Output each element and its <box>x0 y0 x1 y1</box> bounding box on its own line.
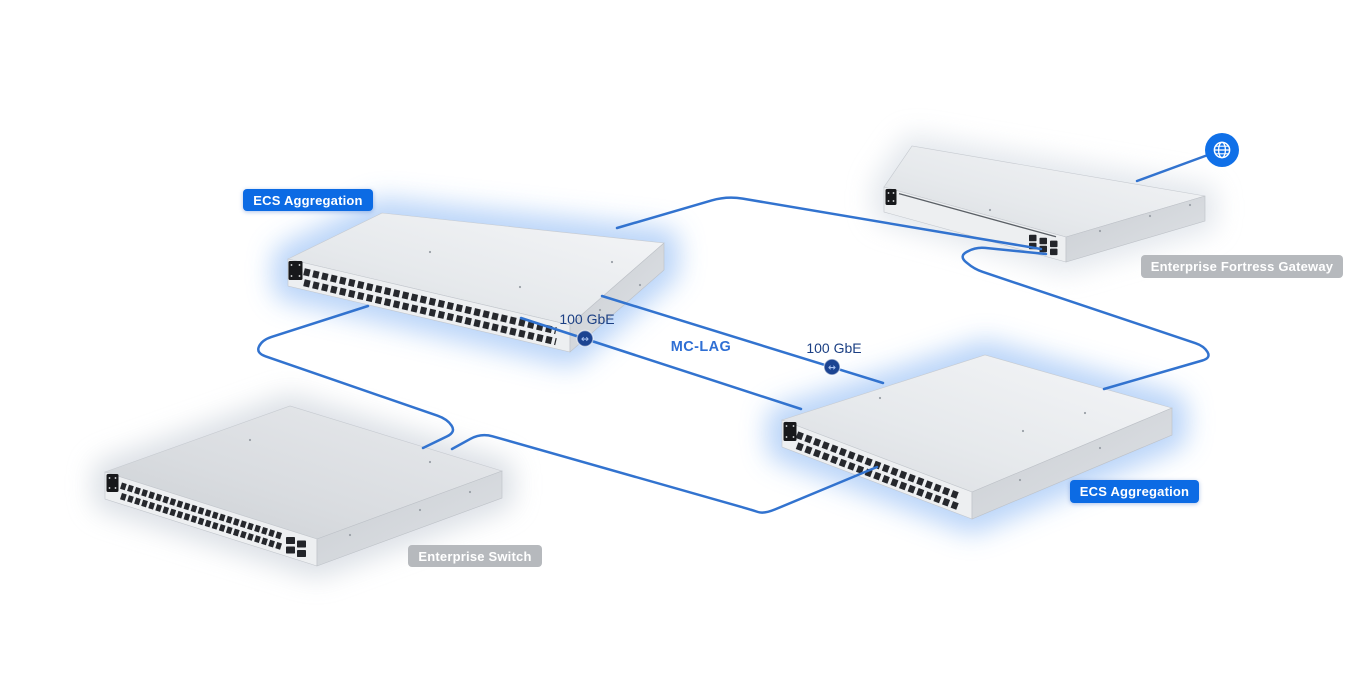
link-speed-badge-icon-2: ↔ <box>823 358 841 376</box>
port-row <box>795 431 960 499</box>
port-block <box>1050 248 1058 256</box>
link-gateway-to-ecs2 <box>961 246 1210 391</box>
device-enterprise-switch <box>104 405 503 567</box>
internet-globe-icon <box>1205 133 1239 167</box>
link-switch-to-ecs1 <box>257 304 455 450</box>
port-block <box>1039 245 1047 253</box>
link-mclag-b <box>519 316 803 411</box>
device-screen <box>885 189 897 205</box>
link-speed-badge-icon-1: ↔ <box>576 329 594 348</box>
port-row <box>303 268 557 335</box>
port-block <box>297 550 306 557</box>
port-block <box>1050 240 1058 248</box>
port-row <box>795 442 960 510</box>
device-screen <box>288 261 303 280</box>
device-ecs-aggregation-2 <box>781 354 1173 520</box>
device-screen <box>106 474 119 492</box>
link-speed-label-1: 100 GbE <box>559 311 615 327</box>
port-row <box>120 482 283 540</box>
port-row <box>303 279 557 346</box>
device-label-ecs-aggregation-1: ECS Aggregation <box>243 189 373 211</box>
device-enterprise-fortress-gateway <box>883 145 1206 263</box>
link-speed-label-2: 100 GbE <box>806 340 862 356</box>
svg-text:↔: ↔ <box>828 362 836 373</box>
svg-text:↔: ↔ <box>581 334 589 345</box>
mclag-label: MC-LAG <box>670 339 732 355</box>
device-screen <box>783 422 797 441</box>
port-block <box>286 537 295 544</box>
device-ecs-aggregation-1 <box>287 212 665 353</box>
link-ecs1-to-gateway <box>615 196 1043 251</box>
link-switch-to-ecs2 <box>450 433 879 514</box>
port-row <box>120 493 283 550</box>
link-globe-to-gateway <box>1135 150 1218 183</box>
port-block <box>1039 237 1047 245</box>
device-label-enterprise-fortress-gateway: Enterprise Fortress Gateway <box>1141 255 1343 278</box>
port-block <box>1029 234 1037 242</box>
port-block <box>297 540 306 548</box>
port-block <box>286 546 295 554</box>
device-label-enterprise-switch: Enterprise Switch <box>408 545 542 567</box>
device-label-ecs-aggregation-2: ECS Aggregation <box>1070 480 1199 503</box>
